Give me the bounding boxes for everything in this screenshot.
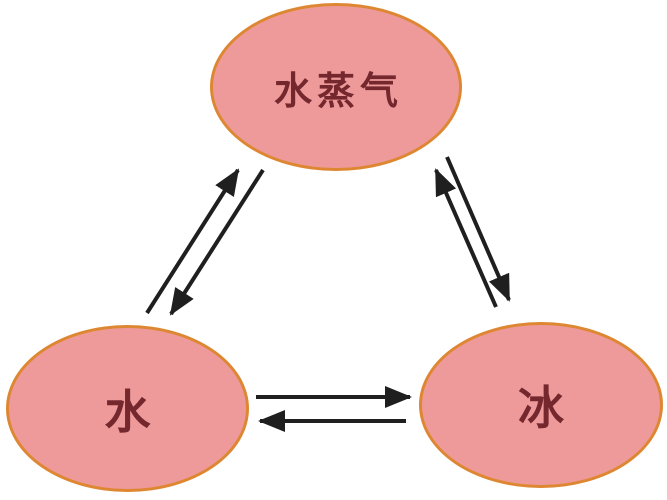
node-water-label: 水 (104, 384, 151, 439)
node-ice-label: 冰 (518, 381, 564, 435)
arrow-ice-to-vapor (434, 168, 498, 308)
node-water-vapor-label: 水蒸气 (273, 67, 403, 113)
node-water: 水 (6, 325, 249, 492)
node-water-vapor: 水蒸气 (210, 3, 462, 171)
node-ice: 冰 (419, 322, 663, 488)
arrow-vapor-to-ice (445, 156, 511, 302)
arrow-vapor-to-water (169, 168, 265, 316)
arrow-water-to-vapor (145, 168, 240, 315)
